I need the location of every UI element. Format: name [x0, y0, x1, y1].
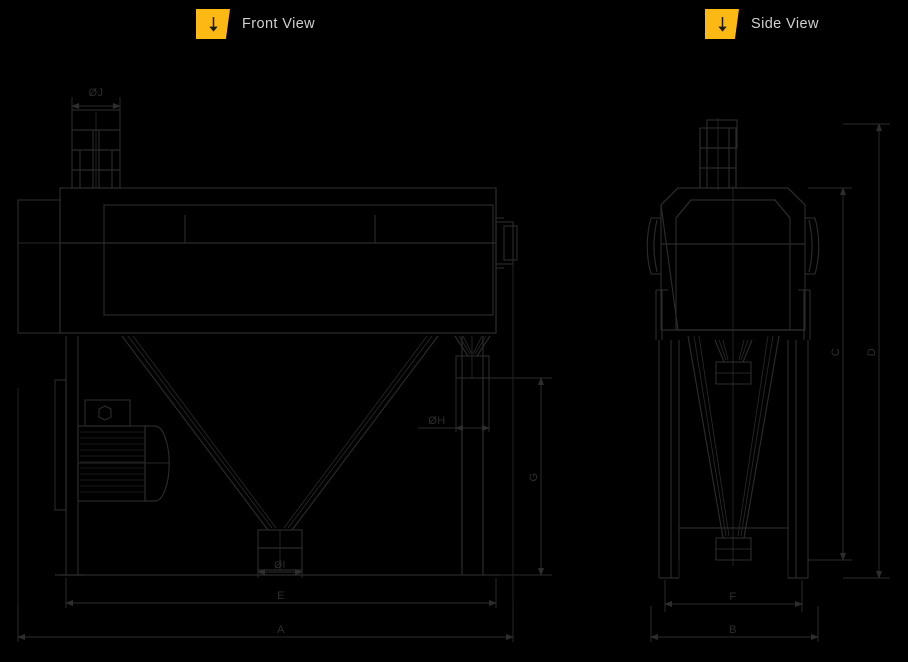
front-motor — [77, 399, 170, 502]
front-view-badge — [196, 9, 230, 39]
dimension-g: G — [489, 377, 552, 576]
dimension-label-oi: ØI — [274, 560, 286, 571]
dimension-label-b: B — [729, 624, 737, 636]
dimension-a: A — [17, 250, 514, 642]
down-arrow-icon — [207, 16, 220, 33]
side-support-legs — [658, 340, 809, 579]
front-right-flange — [495, 188, 518, 333]
dimension-f: F — [664, 580, 803, 612]
dimension-d: D — [843, 123, 890, 579]
front-view-label: Front View — [242, 16, 316, 32]
dimension-label-a: A — [277, 624, 285, 636]
front-view-drawing: ØJ — [17, 87, 552, 642]
front-inlet-chute — [71, 109, 121, 189]
front-view-header: Front View — [196, 9, 315, 39]
dimension-c: C — [808, 187, 852, 561]
front-outlet-detail — [454, 335, 491, 575]
side-inlet-chute — [699, 118, 738, 190]
dimension-b: B — [650, 606, 819, 642]
down-arrow-icon — [716, 16, 729, 33]
dimension-label-oj: ØJ — [88, 87, 103, 99]
side-view-header: Side View — [705, 9, 819, 39]
dimension-label-f: F — [729, 591, 736, 603]
front-centerlines — [17, 242, 60, 640]
dimension-label-e: E — [277, 590, 285, 602]
side-view-drawing: C D F B — [646, 118, 890, 642]
dimension-label-g: G — [528, 472, 540, 481]
side-outlet-detail — [714, 339, 753, 385]
side-hopper — [687, 335, 780, 561]
dimension-oh: ØH — [418, 378, 490, 432]
dimension-oi: ØI — [257, 552, 303, 578]
side-view-badge — [705, 9, 739, 39]
dimension-oj: ØJ — [71, 87, 121, 114]
dimension-e: E — [65, 578, 497, 608]
dimension-label-d: D — [866, 348, 878, 356]
front-hopper — [121, 335, 439, 571]
dimension-label-c: C — [830, 348, 842, 356]
side-view-label: Side View — [751, 16, 819, 32]
front-body-shell — [17, 187, 497, 334]
side-body-shell — [660, 186, 806, 566]
side-lugs — [646, 217, 820, 340]
dimension-label-oh: ØH — [428, 415, 446, 427]
front-support-legs — [54, 336, 500, 576]
